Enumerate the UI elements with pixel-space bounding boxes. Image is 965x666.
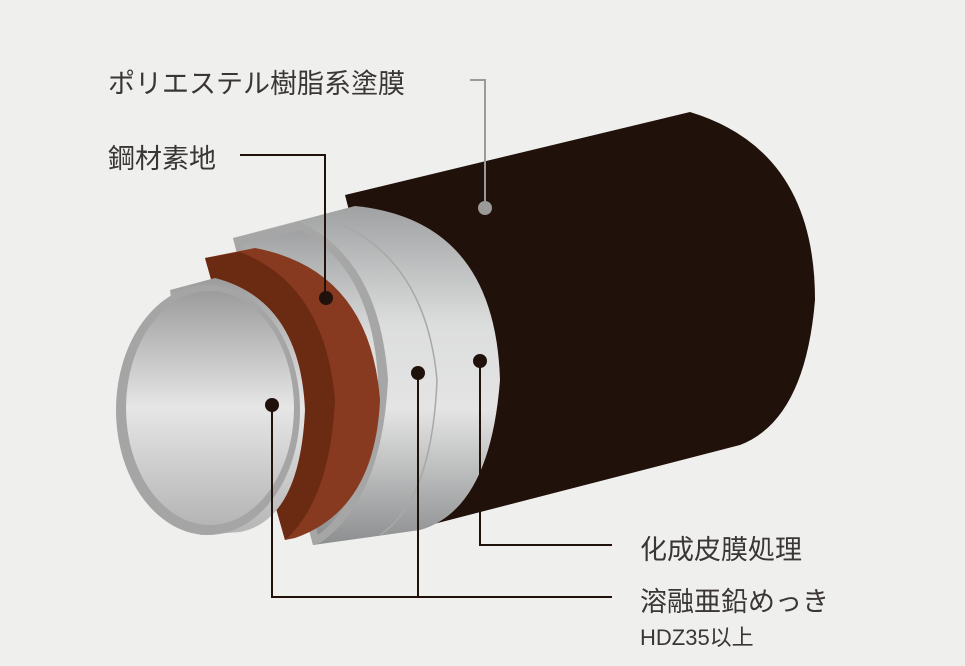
dot-galvanizing-inner (265, 398, 279, 412)
inner-pipe-bore (126, 291, 294, 525)
label-polyester-coating: ポリエステル樹脂系塗膜 (108, 69, 405, 100)
galvanizing-seam (319, 215, 438, 536)
dot-chemical-conversion (473, 354, 487, 368)
dot-steel-base (319, 291, 333, 305)
dot-galvanizing-outer (411, 366, 425, 380)
leader-lines (240, 154, 612, 598)
label-chemical-conversion: 化成皮膜処理 (640, 535, 802, 566)
dot-polyester (478, 201, 492, 215)
label-steel-base: 鋼材素地 (108, 144, 216, 175)
leader-polyester (470, 79, 486, 208)
label-galvanizing-spec: HDZ35以上 (640, 625, 754, 650)
label-hot-dip-galvanizing: 溶融亜鉛めっき (640, 587, 829, 618)
